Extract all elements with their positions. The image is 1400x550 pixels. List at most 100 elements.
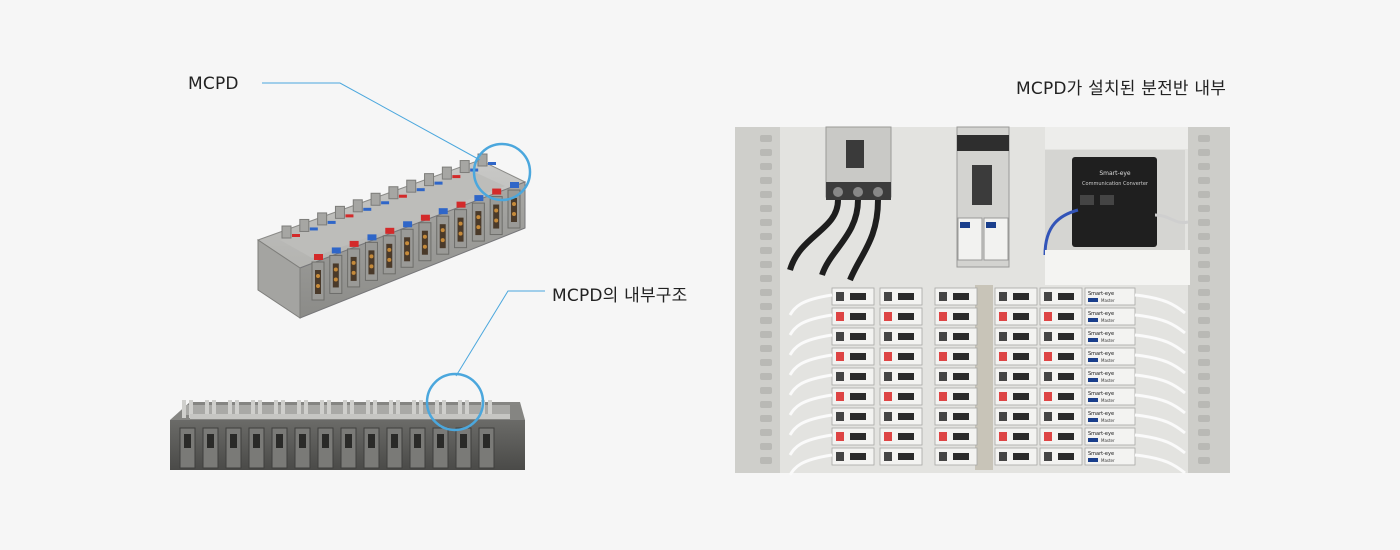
mcpd-terminal-screw bbox=[512, 212, 516, 216]
module-window bbox=[850, 453, 866, 460]
mcpd-marker bbox=[452, 175, 461, 179]
rail-hole bbox=[1198, 331, 1210, 338]
mcpd-product-image bbox=[256, 153, 527, 319]
module-window bbox=[953, 293, 969, 300]
rail-hole bbox=[760, 289, 772, 296]
mcpd-front-marker bbox=[367, 234, 377, 241]
rail-hole bbox=[1198, 415, 1210, 422]
mcpd-marker bbox=[381, 201, 390, 205]
smart-eye-modules: Smart-eyeMasterSmart-eyeMasterSmart-eyeM… bbox=[831, 287, 1136, 466]
wire bbox=[1134, 413, 1186, 435]
module-indicator bbox=[1044, 312, 1052, 321]
internal-terminal-slot bbox=[345, 434, 352, 448]
rail-hole bbox=[760, 429, 772, 436]
module-tag bbox=[1088, 338, 1098, 342]
mcpd-terminal-slot bbox=[315, 270, 321, 294]
module-brand: Smart-eye bbox=[1088, 351, 1114, 357]
module-window bbox=[850, 293, 866, 300]
mcpd-internal-label: MCPD의 내부구조 bbox=[552, 286, 688, 306]
module-indicator bbox=[939, 372, 947, 381]
mcpd-terminal-slot bbox=[475, 211, 482, 236]
module-brand: Smart-eye bbox=[1088, 311, 1114, 317]
wire bbox=[1134, 453, 1186, 475]
module-window bbox=[850, 333, 866, 340]
mcpd-front-marker bbox=[331, 247, 341, 254]
main-breaker bbox=[787, 126, 892, 282]
rail-hole bbox=[760, 219, 772, 226]
module-indicator bbox=[884, 332, 892, 341]
mcpd-terminal-screw bbox=[405, 241, 410, 246]
rail-hole bbox=[1198, 233, 1210, 240]
callout-circle-internal bbox=[425, 372, 485, 432]
rail-hole bbox=[1198, 177, 1210, 184]
wire bbox=[788, 413, 833, 436]
module-window bbox=[898, 453, 914, 460]
mcpd-front-marker bbox=[474, 195, 484, 202]
module-indicator bbox=[884, 452, 892, 461]
module-indicator bbox=[1044, 452, 1052, 461]
rail-hole bbox=[1198, 359, 1210, 366]
module-indicator bbox=[939, 432, 947, 441]
module-window bbox=[898, 413, 914, 420]
module-indicator bbox=[884, 292, 892, 301]
rail-hole bbox=[1198, 247, 1210, 254]
module-window bbox=[1058, 373, 1074, 380]
module-type: Master bbox=[1101, 378, 1115, 383]
mcpd-terminal-screw bbox=[387, 247, 392, 252]
module-indicator bbox=[884, 352, 892, 361]
internal-pin bbox=[442, 400, 446, 418]
internal-pin bbox=[465, 400, 469, 418]
rail-hole bbox=[1198, 135, 1210, 142]
module-window bbox=[898, 433, 914, 440]
internal-pin bbox=[389, 400, 393, 418]
rail-hole bbox=[1198, 163, 1210, 170]
rail-hole bbox=[1198, 317, 1210, 324]
module-window bbox=[1013, 333, 1029, 340]
module-window bbox=[898, 293, 914, 300]
rail-hole bbox=[760, 345, 772, 352]
mcpd-terminal-screw bbox=[333, 267, 338, 272]
mcpd-front-marker bbox=[385, 227, 395, 234]
mcpd-terminal-slot bbox=[332, 263, 339, 288]
mcpd-tab bbox=[406, 179, 417, 193]
rail-hole bbox=[1198, 219, 1210, 226]
module-brand: Smart-eye bbox=[1088, 371, 1114, 377]
mcpd-terminal-slot bbox=[404, 237, 411, 262]
mcpd-tab bbox=[370, 192, 381, 206]
mcpd-tab bbox=[299, 218, 310, 232]
module-indicator bbox=[884, 372, 892, 381]
mcpd-marker bbox=[488, 162, 496, 165]
wire bbox=[788, 293, 833, 316]
module-window bbox=[953, 433, 969, 440]
module-tag bbox=[1088, 418, 1098, 422]
mcpd-terminal-screw bbox=[440, 238, 445, 243]
mcpd-terminal-screw bbox=[316, 284, 320, 288]
wire bbox=[1134, 353, 1186, 375]
module-window bbox=[953, 373, 969, 380]
mcpd-terminal-slot bbox=[368, 250, 375, 275]
distribution-panel-image: Smart-eye Communication Converter Smart-… bbox=[735, 126, 1230, 476]
rail-hole bbox=[1198, 149, 1210, 156]
internal-pin bbox=[343, 400, 347, 418]
module-window bbox=[953, 453, 969, 460]
rail-hole bbox=[760, 331, 772, 338]
module-indicator bbox=[999, 332, 1007, 341]
module-tag bbox=[1088, 438, 1098, 442]
mcpd-marker bbox=[345, 214, 354, 218]
rail-hole bbox=[760, 191, 772, 198]
mcpd-terminal-screw bbox=[422, 244, 427, 249]
module-type: Master bbox=[1101, 438, 1115, 443]
mcpd-terminal-screw bbox=[458, 231, 463, 236]
module-type: Master bbox=[1101, 458, 1115, 463]
module-type: Master bbox=[1101, 318, 1115, 323]
mcpd-internal-terminals bbox=[179, 400, 495, 469]
mcpd-tab bbox=[459, 160, 470, 174]
mcpd-terminal-screw bbox=[369, 264, 374, 269]
mcpd-terminal-slot bbox=[493, 204, 500, 229]
wire bbox=[788, 373, 833, 396]
module-indicator bbox=[1044, 372, 1052, 381]
internal-terminal-slot bbox=[414, 434, 421, 448]
rail-hole bbox=[1198, 373, 1210, 380]
module-indicator bbox=[939, 292, 947, 301]
